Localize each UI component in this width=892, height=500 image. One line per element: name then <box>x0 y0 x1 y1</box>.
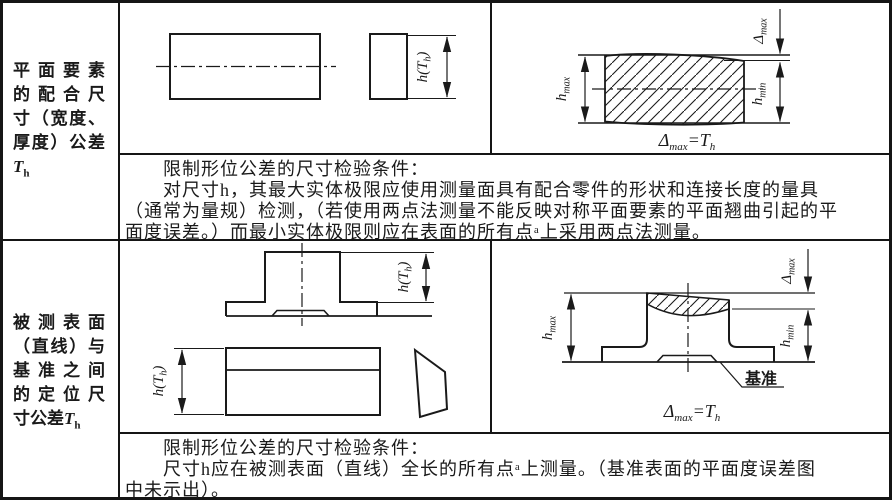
dim-label-deltamax: Δmax <box>779 258 798 285</box>
row-label-position-dimension: 被测表面 （直线）与 基准之间 的定位尺 寸公差Th <box>3 241 120 497</box>
note-line: （通常为量规）检测，（若使用两点法测量不能反映对称平面要素的平面翘曲引起的平 <box>125 201 838 221</box>
drawing-front-side-views: h(Th) <box>120 3 492 155</box>
dim-label-hmin: hmin <box>778 325 797 348</box>
dim-label-hmax: hmax <box>554 76 573 101</box>
dim-label-hmin: hmin <box>750 83 769 106</box>
datum-views-svg: h(Th) h(Th) <box>151 243 449 419</box>
dim-label-h-th: h(Th) <box>396 262 415 293</box>
label-line: 寸（宽度、 <box>13 109 105 128</box>
note-line: 面度误差。）而最小实体极限则应在表面的所有点ᵃ上采用两点法测量。 <box>125 222 711 242</box>
inspection-note-top: 限制形位公差的尺寸检验条件： 对尺寸h，其最大实体极限应使用测量面具有配合零件的… <box>120 155 889 242</box>
drawing-tolerance-zone-bottom: hmax Δmax hmin 基准 Δmax=Th <box>492 241 889 434</box>
block-part-outline <box>225 347 381 416</box>
label-line: 被测表面 <box>13 313 105 332</box>
hat-part-right-outline <box>728 300 775 362</box>
note-line: 限制形位公差的尺寸检验条件： <box>163 159 429 179</box>
hat-part-left-outline <box>601 293 648 362</box>
note-line: 中未示出）。 <box>125 480 230 500</box>
label-symbol-th: 寸公差Th <box>13 409 81 432</box>
note-line: 尺寸h应在被测表面（直线）全长的所有点ᵃ上测量。（基准表面的平面度误差图 <box>163 459 816 479</box>
dim-label-h-th: h(Th) <box>415 52 434 83</box>
formula-delta-equals-th: Δmax=Th <box>658 130 716 153</box>
wedge-prism <box>413 347 449 419</box>
dim-label-h-th: h(Th) <box>151 366 170 397</box>
formula-delta-equals-th: Δmax=Th <box>663 401 721 424</box>
label-line: 厚度）公差 <box>13 133 105 152</box>
side-view-outline <box>369 33 408 100</box>
drawing-tolerance-zone-top: hmax Δmax hmin Δmax=Th <box>492 3 889 155</box>
label-line: 基准之间 <box>13 361 105 380</box>
tolerance-zone-bottom-svg: hmax Δmax hmin 基准 Δmax=Th <box>540 249 815 424</box>
row-label-fit-dimension: 平面要素 的配合尺 寸（宽度、 厚度）公差 Th <box>3 3 120 241</box>
drawing-datum-views: h(Th) h(Th) <box>120 241 492 434</box>
note-line: 限制形位公差的尺寸检验条件： <box>163 438 429 458</box>
label-line: 的配合尺 <box>13 85 105 104</box>
datum-label: 基准 <box>744 369 777 388</box>
datum-leader-line <box>719 361 784 388</box>
front-side-views-svg: h(Th) <box>156 33 456 100</box>
note-line: 对尺寸h，其最大实体极限应使用测量面具有配合零件的形状和连接长度的量具 <box>163 180 819 200</box>
dim-label-hmax: hmax <box>540 315 559 340</box>
label-line: （直线）与 <box>13 337 105 356</box>
inspection-note-bottom: 限制形位公差的尺寸检验条件： 尺寸h应在被测表面（直线）全长的所有点ᵃ上测量。（… <box>120 434 889 500</box>
boss-pad <box>656 354 718 363</box>
boss-pad <box>271 309 330 317</box>
label-line: 的定位尺 <box>13 385 105 404</box>
dim-label-deltamax: Δmax <box>751 18 770 45</box>
tolerance-zone-top-svg: hmax Δmax hmin Δmax=Th <box>554 9 790 153</box>
label-symbol-th: Th <box>13 157 30 180</box>
hatched-tolerance-wedge <box>646 292 730 317</box>
label-line: 平面要素 <box>13 61 105 80</box>
